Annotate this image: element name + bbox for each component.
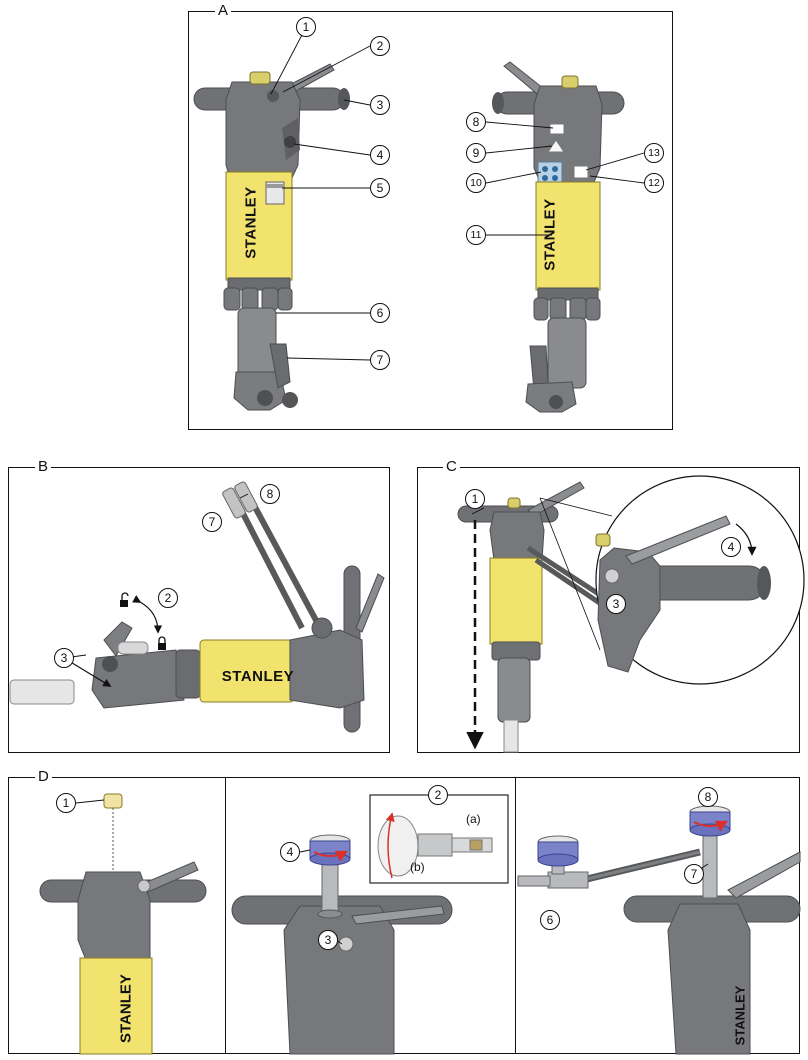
brand-label-rear: STANLEY [541, 198, 559, 271]
callout-d-6: 7 [684, 864, 704, 884]
callout-a-3: 3 [370, 95, 390, 115]
rotation-arrow-icon [132, 595, 163, 634]
padlock-unlocked-icon [120, 592, 129, 607]
brand-label-b: STANLEY [221, 668, 295, 685]
breaker-front [193, 63, 350, 411]
panel-a-leaders [270, 32, 645, 361]
callout-a-13: 13 [644, 143, 664, 163]
callout-a-6: 6 [370, 303, 390, 323]
panel-b-label: B [35, 459, 52, 475]
callout-d-4: 4 [280, 842, 300, 862]
d3-gauge-test [517, 805, 801, 1055]
padlock-locked-icon [158, 636, 166, 650]
panel-d-label: D [35, 769, 52, 785]
callout-a-8: 8 [466, 112, 486, 132]
callout-b-2: 2 [158, 588, 178, 608]
callout-c-3: 3 [606, 594, 626, 614]
breaker-horizontal [9, 481, 385, 733]
inset-label-b: (b) [410, 860, 425, 874]
d2-gauge-install [231, 834, 453, 1055]
callout-a-10: 10 [466, 173, 486, 193]
panel-c-label: C [443, 459, 460, 475]
d2-inset [369, 794, 509, 884]
breaker-vertical-c [457, 481, 612, 753]
callout-d-1: 1 [56, 793, 76, 813]
callout-a-9: 9 [466, 143, 486, 163]
callout-a-2: 2 [370, 36, 390, 56]
callout-d-8: 6 [540, 910, 560, 930]
d1-top-detail [39, 793, 207, 1055]
callout-a-7: 7 [370, 350, 390, 370]
callout-a-11: 11 [466, 225, 486, 245]
callout-a-12: 12 [644, 173, 664, 193]
callout-b-3: 3 [54, 648, 74, 668]
callout-c-4: 4 [721, 537, 741, 557]
breaker-rear [492, 61, 625, 413]
callout-a-5: 5 [370, 178, 390, 198]
brand-label-d: STANLEY [117, 974, 135, 1043]
inset-label-a: (a) [466, 812, 481, 826]
callout-a-4: 4 [370, 145, 390, 165]
callout-b-7: 7 [202, 512, 222, 532]
callout-c-1: 1 [465, 489, 485, 509]
panel-a-label: A [215, 3, 232, 19]
callout-a-1: 1 [296, 17, 316, 37]
panel-d-divider-1 [225, 777, 226, 1054]
callout-d-7: 8 [698, 787, 718, 807]
brand-label-front: STANLEY [242, 186, 260, 259]
panel-d-divider-2 [515, 777, 516, 1054]
callout-d-2: 2 [428, 785, 448, 805]
callout-b-8: 8 [260, 484, 280, 504]
zoom-detail-c [539, 475, 805, 685]
callout-d-3: 3 [318, 930, 338, 950]
brand-label-d3: STANLEY [732, 985, 748, 1046]
